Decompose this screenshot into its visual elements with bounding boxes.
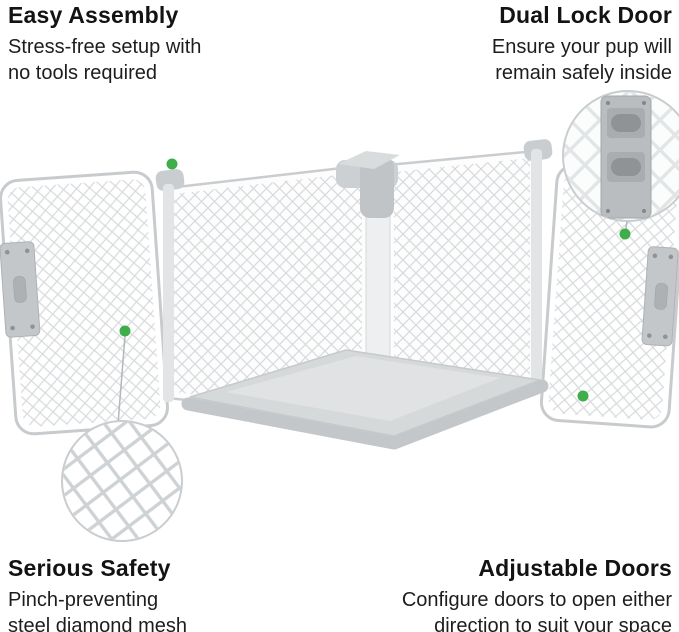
feature-dual-lock-door-title: Dual Lock Door — [499, 2, 672, 28]
callout-line-mesh — [117, 335, 126, 425]
lock-zoom-inset — [562, 90, 679, 237]
feature-easy-assembly: Easy Assembly Stress-free setup with no … — [8, 2, 201, 86]
left-door-hinge-plate — [0, 241, 41, 338]
feature-adjustable-doors-line-1: Configure doors to open either — [401, 589, 672, 611]
feature-serious-safety-line-1: Pinch-preventing — [8, 589, 159, 611]
feature-adjustable-doors: Adjustable Doors Configure doors to open… — [402, 555, 672, 632]
right-door-hinge-plate — [641, 246, 679, 347]
dual-lock-latch — [600, 95, 652, 219]
feature-adjustable-doors-title: Adjustable Doors — [478, 555, 672, 581]
crate-back-right-panel — [386, 149, 538, 422]
callout-dot-door — [577, 390, 589, 402]
left-end-cap — [155, 169, 185, 191]
center-post — [365, 209, 391, 369]
left-door — [0, 170, 169, 436]
left-post — [163, 184, 174, 402]
callout-dot-lock — [619, 228, 631, 240]
feature-adjustable-doors-line-2: direction to suit your space — [434, 615, 672, 632]
feature-dual-lock-door: Dual Lock Door Ensure your pup will rema… — [492, 2, 672, 86]
crate-floor-mat — [189, 349, 541, 437]
feature-easy-assembly-title: Easy Assembly — [8, 2, 179, 28]
feature-serious-safety-line-2: steel diamond mesh — [8, 615, 187, 632]
feature-easy-assembly-line-1: Stress-free setup with — [8, 36, 202, 58]
crate-corner-piece — [336, 151, 400, 218]
feature-dual-lock-door-line-1: Ensure your pup will — [491, 36, 672, 58]
crate-back-left-panel — [166, 163, 370, 422]
feature-dual-lock-door-line-2: remain safely inside — [495, 62, 672, 84]
callout-dot-easy-assembly — [166, 158, 178, 170]
crate-body — [155, 139, 553, 450]
right-post — [531, 149, 542, 389]
right-door — [539, 163, 679, 429]
callout-dot-mesh — [119, 325, 131, 337]
feature-easy-assembly-line-2: no tools required — [8, 62, 157, 84]
crate-base-rim — [181, 379, 549, 450]
feature-serious-safety: Serious Safety Pinch-preventing steel di… — [8, 555, 187, 632]
feature-serious-safety-title: Serious Safety — [8, 555, 171, 581]
